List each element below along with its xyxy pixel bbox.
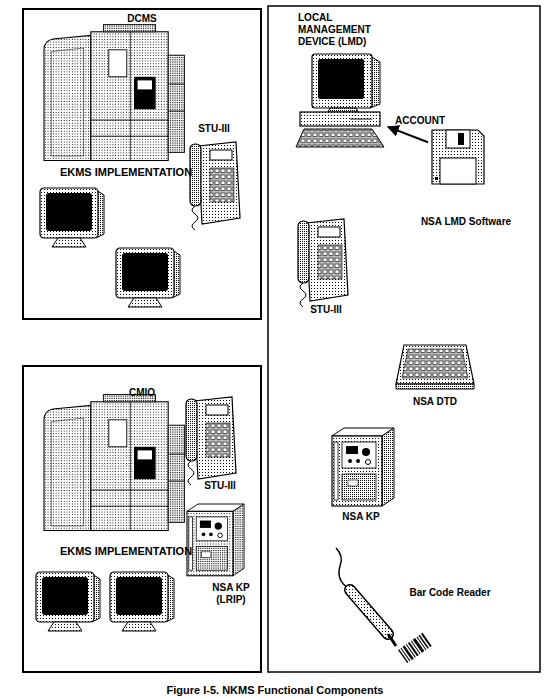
software-label: NSA LMD Software (416, 216, 516, 228)
software-group: NSA LMD Software (428, 128, 488, 230)
computer-illustration (350, 119, 372, 120)
device-label: STU-III (194, 480, 246, 492)
system-panel: DCMS EKMS IMPLEMENTATION (22, 8, 262, 320)
system-panel: CMIO EKMS IMPLEMENTATION (22, 365, 262, 673)
bar-code-reader-illustration (336, 548, 348, 588)
floppy-disk-illustration (432, 130, 484, 184)
computer-illustration (318, 59, 364, 99)
device-label: Bar Code Reader (400, 587, 500, 599)
data-transfer-device-illustration (396, 384, 474, 389)
device-group: LOCAL MANAGEMENT DEVICE (LMD) (298, 8, 388, 153)
panel-heading: DCMS (24, 13, 260, 25)
floppy-disk-illustration (446, 130, 470, 148)
monitor-illustration (40, 188, 104, 247)
phone-illustration (186, 397, 236, 485)
figure-caption: Figure I-5. NKMS Functional Components (0, 684, 550, 697)
mainframe-illustration (44, 395, 184, 531)
floppy-disk-illustration (435, 177, 438, 180)
data-transfer-device-illustration (396, 345, 474, 384)
bar-code-reader-illustration (350, 590, 388, 634)
monitor-illustration (116, 248, 180, 307)
bar-code-reader-illustration (336, 548, 432, 663)
mainframe-illustration (44, 25, 184, 161)
panel-subheading: EKMS IMPLEMENTATION (46, 166, 206, 179)
connector-label: ACCOUNT (393, 115, 447, 127)
phone-illustration (298, 219, 348, 307)
monitor-illustration (36, 572, 100, 631)
bar-code-reader-illustration (421, 633, 432, 647)
bar-code-reader-illustration (398, 633, 432, 663)
data-transfer-device-illustration (402, 349, 468, 378)
panel-subheading: EKMS IMPLEMENTATION (46, 545, 206, 558)
device-label: STU-III (188, 123, 240, 135)
monitor-illustration (110, 572, 174, 631)
arrow-connector (388, 127, 428, 142)
bar-code-reader-illustration (388, 634, 396, 646)
bar-code-reader-illustration (350, 590, 388, 634)
floppy-disk-illustration (440, 158, 476, 184)
device-label: LOCAL MANAGEMENT DEVICE (LMD) (298, 12, 402, 48)
key-processor-illustration (332, 428, 394, 506)
device-label: NSA KP (330, 511, 392, 523)
panel-heading: CMIO (24, 387, 260, 399)
device-label: STU-III (296, 304, 356, 316)
floppy-disk-illustration (458, 133, 464, 145)
device-label: NSA DTD (400, 396, 470, 408)
data-transfer-device-illustration (396, 345, 474, 389)
key-processor-illustration (187, 504, 244, 576)
computer-illustration (296, 54, 384, 147)
device-label: NSA KP (LRIP) (208, 582, 254, 606)
phone-illustration (190, 142, 240, 230)
computer-illustration (296, 129, 384, 147)
floppy-disk-illustration (432, 130, 484, 184)
computer-illustration (300, 112, 380, 126)
panel-frame (268, 6, 540, 672)
computer-illustration (312, 54, 372, 108)
